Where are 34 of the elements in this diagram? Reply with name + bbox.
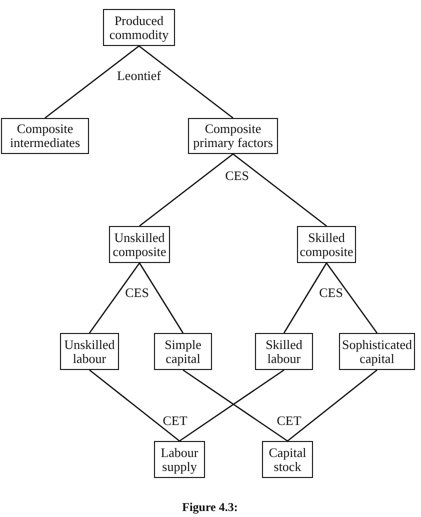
connector-line	[44, 45, 140, 119]
function-label: CES	[319, 286, 343, 300]
figure-caption: Figure 4.3:	[182, 500, 238, 514]
node-label: Composite primary factors	[192, 122, 274, 150]
function-label: CES	[125, 286, 149, 300]
node-box	[154, 333, 212, 370]
node-label: Labour supply	[160, 446, 200, 474]
connector-line	[232, 153, 327, 227]
node-box	[255, 333, 313, 370]
node-label: Capital stock	[268, 446, 308, 474]
connector-line	[89, 369, 180, 442]
connector-line	[138, 262, 184, 334]
node-box	[103, 9, 175, 46]
node-label: Produced commodity	[108, 14, 170, 42]
connector-line	[287, 370, 378, 442]
function-label: CES	[225, 169, 249, 183]
function-label: CET	[276, 414, 302, 428]
node-label: Skilled composite	[298, 230, 354, 258]
node-label: Simple capital	[164, 338, 202, 366]
node-box	[262, 441, 313, 478]
connector-line	[139, 153, 234, 227]
connector-line	[326, 262, 378, 334]
node-label: Composite intermediates	[8, 122, 82, 150]
connector-line	[138, 45, 234, 119]
function-label: CET	[162, 414, 188, 428]
node-box	[154, 441, 205, 478]
node-label: Skilled labour	[264, 338, 304, 366]
connector-line	[283, 262, 328, 334]
node-box	[1, 118, 89, 154]
connector-line	[88, 262, 140, 334]
node-label: Sophisticated capital	[340, 338, 414, 366]
function-label: Leontief	[116, 69, 162, 83]
node-label: Unskilled labour	[63, 338, 116, 366]
node-label: Unskilled composite	[112, 230, 168, 258]
